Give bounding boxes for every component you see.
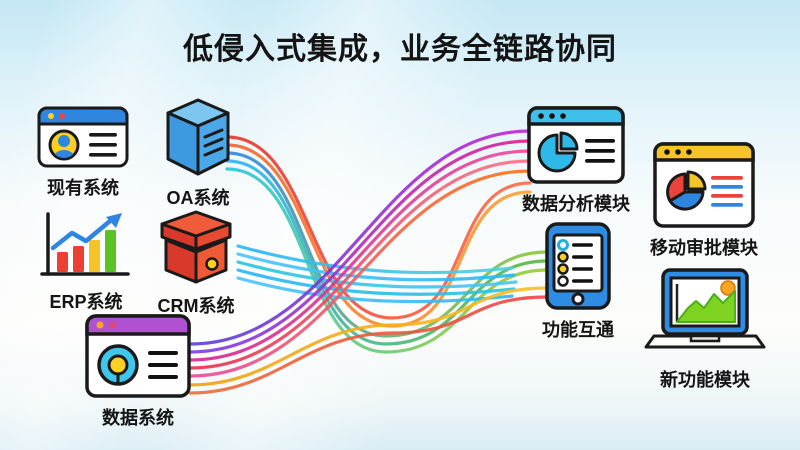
- server-cube-icon: [166, 98, 230, 176]
- module-interop-label: 功能互通: [542, 320, 614, 340]
- system-crm: CRM系统: [150, 208, 242, 318]
- laptop-chart-icon: [644, 268, 766, 349]
- smartphone-checklist-icon: [545, 222, 611, 310]
- module-analytics: 数据分析模块: [520, 106, 632, 216]
- bar-chart-growth-icon: [40, 212, 130, 276]
- module-new-feature-label: 新功能模块: [660, 370, 750, 390]
- system-erp: ERP系统: [36, 208, 136, 314]
- module-new-feature: 新功能模块: [640, 268, 770, 392]
- module-interop: 功能互通: [528, 222, 628, 342]
- system-existing-label: 现有系统: [47, 178, 119, 198]
- browser-donut-icon: [85, 314, 191, 398]
- system-crm-label: CRM系统: [157, 296, 235, 316]
- module-mobile-approval-label: 移动审批模块: [650, 238, 758, 258]
- module-mobile-approval: 移动审批模块: [645, 142, 763, 260]
- system-oa-label: OA系统: [166, 188, 230, 208]
- module-analytics-label: 数据分析模块: [522, 194, 630, 214]
- browser-user-icon: [37, 106, 129, 168]
- system-existing: 现有系统: [37, 106, 129, 200]
- browser-pie-report-icon: [653, 142, 755, 228]
- storage-box-icon: [160, 210, 232, 284]
- system-data: 数据系统: [84, 314, 192, 430]
- browser-pie-icon: [527, 106, 625, 184]
- page-title: 低侵入式集成，业务全链路协同: [183, 33, 617, 66]
- system-data-label: 数据系统: [102, 408, 174, 428]
- system-oa: OA系统: [156, 96, 240, 210]
- system-erp-label: ERP系统: [49, 292, 123, 312]
